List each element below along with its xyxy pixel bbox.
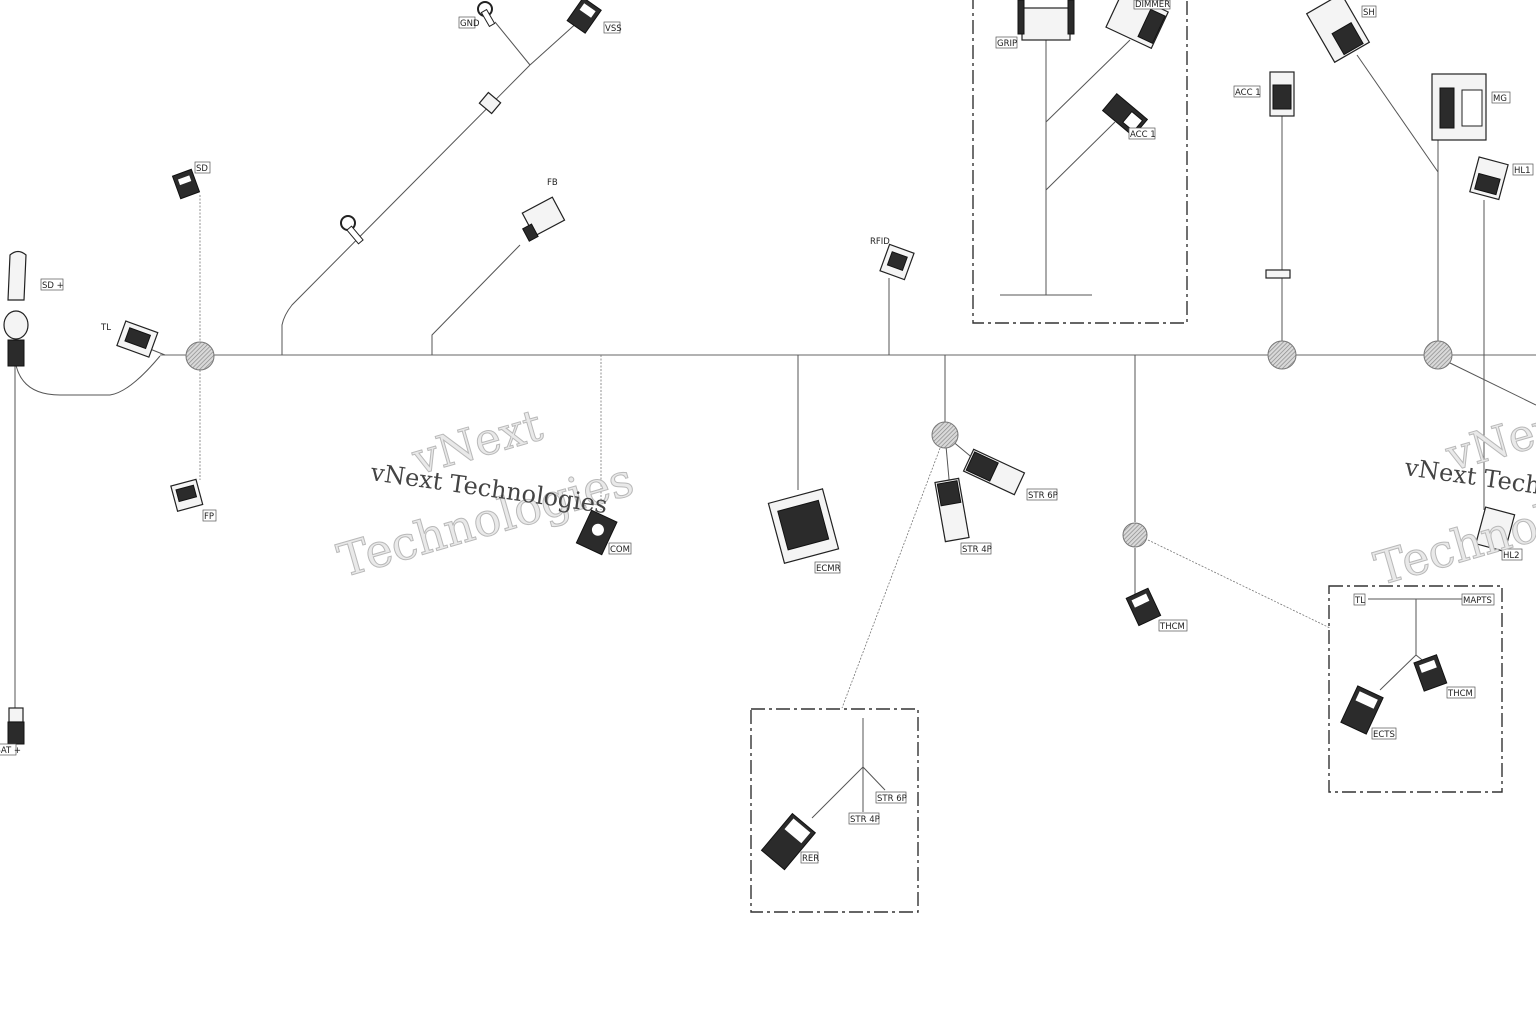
- label-ects: ECTS: [1371, 727, 1397, 740]
- wire-clip: [478, 91, 502, 115]
- label-thcm: THCM: [1158, 619, 1188, 632]
- svg-text:STR 6P: STR 6P: [1028, 491, 1058, 501]
- label-vss: VSS: [603, 21, 622, 34]
- svg-text:SH: SH: [1363, 8, 1375, 18]
- sh-wire: [1356, 54, 1439, 173]
- svg-text:FB: FB: [547, 178, 558, 188]
- thcm-connector[interactable]: [1125, 587, 1162, 627]
- svg-text:STR 6P: STR 6P: [877, 794, 907, 804]
- label-str-4p-box: STR 4P: [848, 812, 880, 825]
- svg-text:HL1: HL1: [1514, 166, 1531, 176]
- label-bat-plus: BAT +: [0, 743, 21, 756]
- label-hl1: HL1: [1512, 163, 1534, 176]
- label-str-6p: STR 6P: [1026, 488, 1058, 501]
- label-fp: FP: [202, 509, 217, 522]
- thcm-box-connector[interactable]: [1413, 654, 1448, 692]
- label-fb: FB: [547, 178, 558, 188]
- fb-wire: [431, 244, 521, 355]
- label-sd-plus: SD +: [40, 278, 64, 291]
- svg-text:STR 4P: STR 4P: [962, 545, 992, 555]
- com-connector[interactable]: [575, 509, 618, 556]
- steering-module-box: [750, 708, 919, 913]
- svg-text:TL: TL: [1354, 596, 1365, 606]
- svg-text:SD: SD: [196, 164, 208, 174]
- rer-wire: [841, 434, 946, 709]
- grip-module-box: [972, 0, 1188, 324]
- svg-text:VSS: VSS: [605, 24, 622, 34]
- box-right-wire: [1147, 539, 1331, 629]
- gnd-vss-wire: [281, 64, 531, 355]
- label-thcm-box: THCM: [1446, 686, 1476, 699]
- svg-text:TL: TL: [100, 323, 111, 333]
- label-mapts: MAPTS: [1461, 593, 1495, 606]
- svg-text:MG: MG: [1493, 94, 1507, 104]
- label-str-4p: STR 4P: [960, 542, 992, 555]
- grip-connector[interactable]: [1017, 0, 1075, 41]
- splice-node: [185, 341, 215, 371]
- rfid-connector[interactable]: [879, 243, 915, 281]
- label-acc1-box: ACC 1: [1128, 127, 1156, 140]
- label-mg: MG: [1491, 91, 1511, 104]
- svg-text:RER: RER: [802, 854, 819, 864]
- label-com: COM: [608, 542, 632, 555]
- svg-text:FP: FP: [204, 512, 214, 522]
- label-hl2: HL2: [1501, 548, 1523, 561]
- str-6p-connector[interactable]: [962, 448, 1026, 496]
- label-tl: TL: [100, 323, 111, 333]
- label-tl-box: TL: [1353, 593, 1366, 606]
- label-sh: SH: [1361, 5, 1377, 18]
- svg-text:ACC 1: ACC 1: [1130, 130, 1156, 140]
- label-ecmr: ECMR: [814, 561, 841, 574]
- sh-connector[interactable]: [1305, 0, 1371, 64]
- rer-connector[interactable]: [760, 812, 817, 871]
- svg-text:THCM: THCM: [1447, 689, 1473, 699]
- svg-text:GRIP: GRIP: [997, 39, 1017, 49]
- svg-text:ECTS: ECTS: [1373, 730, 1395, 740]
- bat-plus-connector[interactable]: [7, 707, 25, 745]
- hl1-connector[interactable]: [1469, 156, 1509, 201]
- svg-text:HL2: HL2: [1503, 551, 1520, 561]
- ring-terminal[interactable]: [340, 215, 364, 245]
- svg-text:STR 4P: STR 4P: [850, 815, 880, 825]
- vss-connector[interactable]: [566, 0, 602, 34]
- label-grip: GRIP: [995, 36, 1018, 49]
- thcm-module-box: [1328, 585, 1503, 793]
- label-sd: SD: [194, 161, 211, 174]
- fp-connector[interactable]: [170, 478, 204, 512]
- label-rer: RER: [800, 851, 819, 864]
- svg-text:ECMR: ECMR: [816, 564, 841, 574]
- svg-text:GND: GND: [460, 19, 480, 29]
- tl-connector[interactable]: [116, 320, 159, 358]
- sd-connector[interactable]: [171, 168, 201, 200]
- splice-node: [1267, 340, 1297, 370]
- label-dimmer: DIMMER: [1133, 0, 1171, 10]
- svg-text:RFID: RFID: [870, 237, 890, 247]
- svg-text:MAPTS: MAPTS: [1463, 596, 1492, 606]
- label-rfid: RFID: [870, 237, 890, 247]
- fb-connector[interactable]: [516, 196, 566, 242]
- mg-connector[interactable]: [1431, 73, 1487, 141]
- svg-text:ACC 1: ACC 1: [1235, 88, 1261, 98]
- ects-connector[interactable]: [1340, 685, 1384, 735]
- label-str-6p-box: STR 6P: [875, 791, 907, 804]
- sd-plus-wire: [14, 355, 161, 396]
- svg-text:COM: COM: [610, 545, 630, 555]
- acc1-connector[interactable]: [1265, 71, 1295, 279]
- label-acc1: ACC 1: [1233, 85, 1261, 98]
- sd-plus-boot-connector[interactable]: [3, 250, 29, 367]
- acc1-box-connector[interactable]: [1101, 93, 1149, 137]
- svg-text:SD +: SD +: [42, 281, 64, 291]
- splice-node: [931, 421, 959, 449]
- gnd-ring-terminal[interactable]: [477, 1, 496, 28]
- svg-text:DIMMER: DIMMER: [1135, 0, 1170, 10]
- str-4p-connector[interactable]: [934, 477, 970, 543]
- splice-node: [1423, 340, 1453, 370]
- svg-text:THCM: THCM: [1159, 622, 1185, 632]
- splice-node: [1122, 522, 1148, 548]
- svg-text:BAT +: BAT +: [0, 746, 21, 756]
- ecmr-connector[interactable]: [767, 488, 840, 564]
- label-gnd: GND: [458, 16, 480, 29]
- hl2-connector[interactable]: [1475, 506, 1516, 553]
